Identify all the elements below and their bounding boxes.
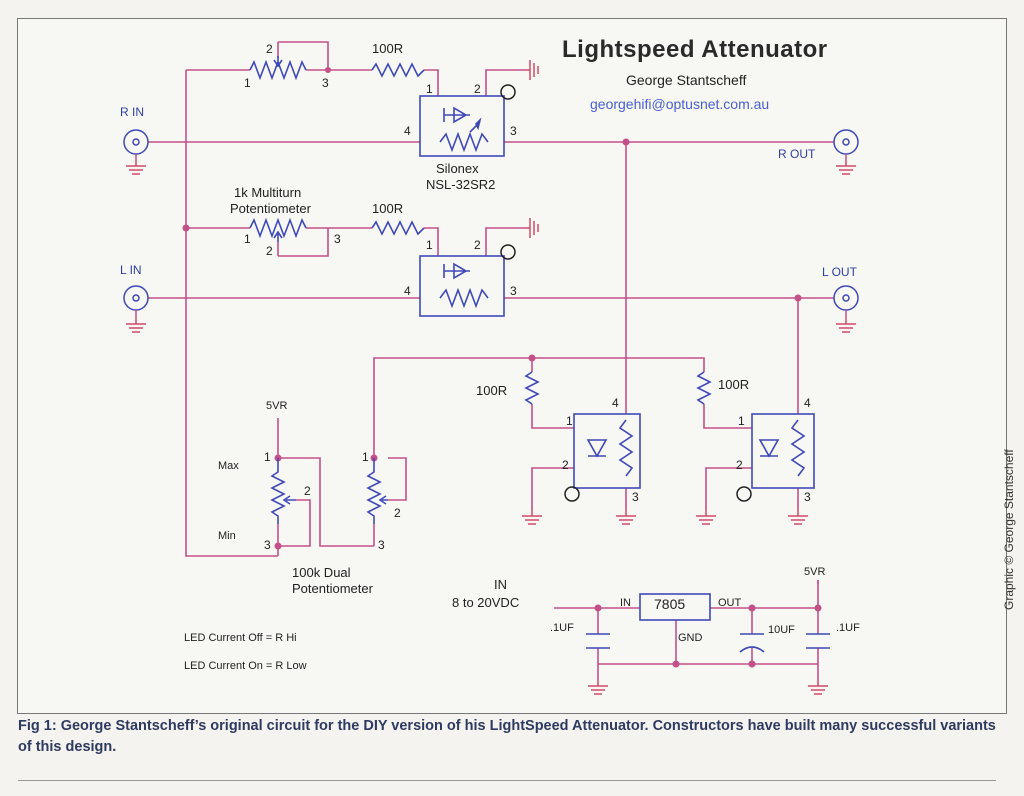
pin: 1 bbox=[244, 232, 251, 246]
r-in-connector bbox=[123, 129, 149, 155]
diagram-title: Lightspeed Attenuator bbox=[562, 36, 828, 63]
schematic-frame bbox=[17, 18, 1007, 714]
dual-pot-a bbox=[270, 458, 286, 524]
pin: 3 bbox=[334, 232, 341, 246]
label-min: Min bbox=[218, 530, 236, 542]
pin: 3 bbox=[510, 284, 517, 298]
label-silonex: Silonex bbox=[436, 161, 479, 176]
l-out-connector bbox=[833, 285, 859, 311]
pin: 3 bbox=[632, 490, 639, 504]
pin: 2 bbox=[394, 506, 401, 520]
label-res-low-left: 100R bbox=[476, 383, 508, 398]
resistor-100r-low-left bbox=[524, 371, 540, 405]
resistor-100r-top bbox=[371, 62, 425, 78]
pin: 3 bbox=[378, 538, 385, 552]
cap-in bbox=[586, 633, 610, 649]
pin: 1 bbox=[362, 450, 369, 464]
dual-pot-b bbox=[366, 458, 382, 524]
pin: 3 bbox=[510, 124, 517, 138]
pot-r-resistor bbox=[249, 59, 307, 81]
label-l-in: L IN bbox=[120, 263, 142, 277]
pin: 4 bbox=[404, 124, 411, 138]
pin: 4 bbox=[612, 396, 619, 410]
wires bbox=[148, 41, 834, 680]
pin: 4 bbox=[804, 396, 811, 410]
graphic-credit: Graphic © George Stantscheff bbox=[1002, 449, 1016, 610]
label-max: Max bbox=[218, 460, 239, 472]
pin: 4 bbox=[404, 284, 411, 298]
label-cap-in: .1UF bbox=[550, 622, 574, 634]
label-5v-left: 5VR bbox=[266, 400, 288, 412]
label-r-out: R OUT bbox=[778, 147, 816, 161]
l-in-connector bbox=[123, 285, 149, 311]
label-silonex-part: NSL-32SR2 bbox=[426, 177, 496, 192]
figure-caption: Fig 1: George Stantscheff’s original cir… bbox=[18, 718, 996, 755]
label-dual-pot: 100k Dual bbox=[292, 565, 351, 580]
pin: 3 bbox=[264, 538, 271, 552]
label-res-top: 100R bbox=[372, 41, 404, 56]
author-email: georgehifi@optusnet.com.au bbox=[590, 96, 770, 112]
label-reg-in: IN bbox=[620, 597, 631, 609]
label-in-range: 8 to 20VDC bbox=[452, 595, 520, 610]
label-7805: 7805 bbox=[654, 596, 686, 612]
label-5v-right: 5VR bbox=[804, 566, 826, 578]
divider bbox=[18, 780, 996, 781]
pin: 2 bbox=[266, 42, 273, 56]
pin: 1 bbox=[426, 82, 433, 96]
regulator-7805 bbox=[639, 593, 711, 621]
pot-l-resistor bbox=[249, 217, 307, 239]
pin: 2 bbox=[562, 458, 569, 472]
r-out-connector bbox=[833, 129, 859, 155]
resistor-100r-mid bbox=[371, 220, 425, 236]
cap-10uf bbox=[739, 633, 765, 653]
author-name: George Stantscheff bbox=[626, 72, 747, 88]
pin: 2 bbox=[736, 458, 743, 472]
ldr-module-low-right bbox=[751, 413, 815, 489]
pin: 2 bbox=[266, 244, 273, 258]
note-led-on: LED Current On = R Low bbox=[184, 660, 307, 672]
label-in: IN bbox=[494, 577, 507, 592]
cap-out bbox=[806, 633, 830, 649]
label-cap-out: .1UF bbox=[836, 622, 860, 634]
pin: 2 bbox=[474, 238, 481, 252]
resistor-100r-low-right bbox=[696, 371, 712, 405]
pin: 1 bbox=[738, 414, 745, 428]
pin: 1 bbox=[264, 450, 271, 464]
label-res-low-right: 100R bbox=[718, 377, 750, 392]
pin: 1 bbox=[244, 76, 251, 90]
label-reg-gnd: GND bbox=[678, 632, 703, 644]
label-multiturn: 1k Multiturn bbox=[234, 185, 302, 200]
ldr-module-top bbox=[419, 95, 505, 157]
note-led-off: LED Current Off = R Hi bbox=[184, 632, 297, 644]
label-res-mid: 100R bbox=[372, 201, 404, 216]
label-l-out: L OUT bbox=[822, 265, 857, 279]
pin: 2 bbox=[474, 82, 481, 96]
pin: 1 bbox=[426, 238, 433, 252]
label-r-in: R IN bbox=[120, 105, 144, 119]
ldr-module-low-left bbox=[573, 413, 641, 489]
pin: 3 bbox=[804, 490, 811, 504]
label-reg-out: OUT bbox=[718, 597, 742, 609]
label-dual-pot-2: Potentiometer bbox=[292, 581, 373, 596]
ldr-module-mid bbox=[419, 255, 505, 317]
pin: 2 bbox=[304, 484, 311, 498]
pin: 1 bbox=[566, 414, 573, 428]
label-cap-10: 10UF bbox=[768, 624, 795, 636]
label-multiturn-pot: Potentiometer bbox=[230, 201, 311, 216]
pot-r-wiper bbox=[273, 56, 283, 68]
pin: 3 bbox=[322, 76, 329, 90]
